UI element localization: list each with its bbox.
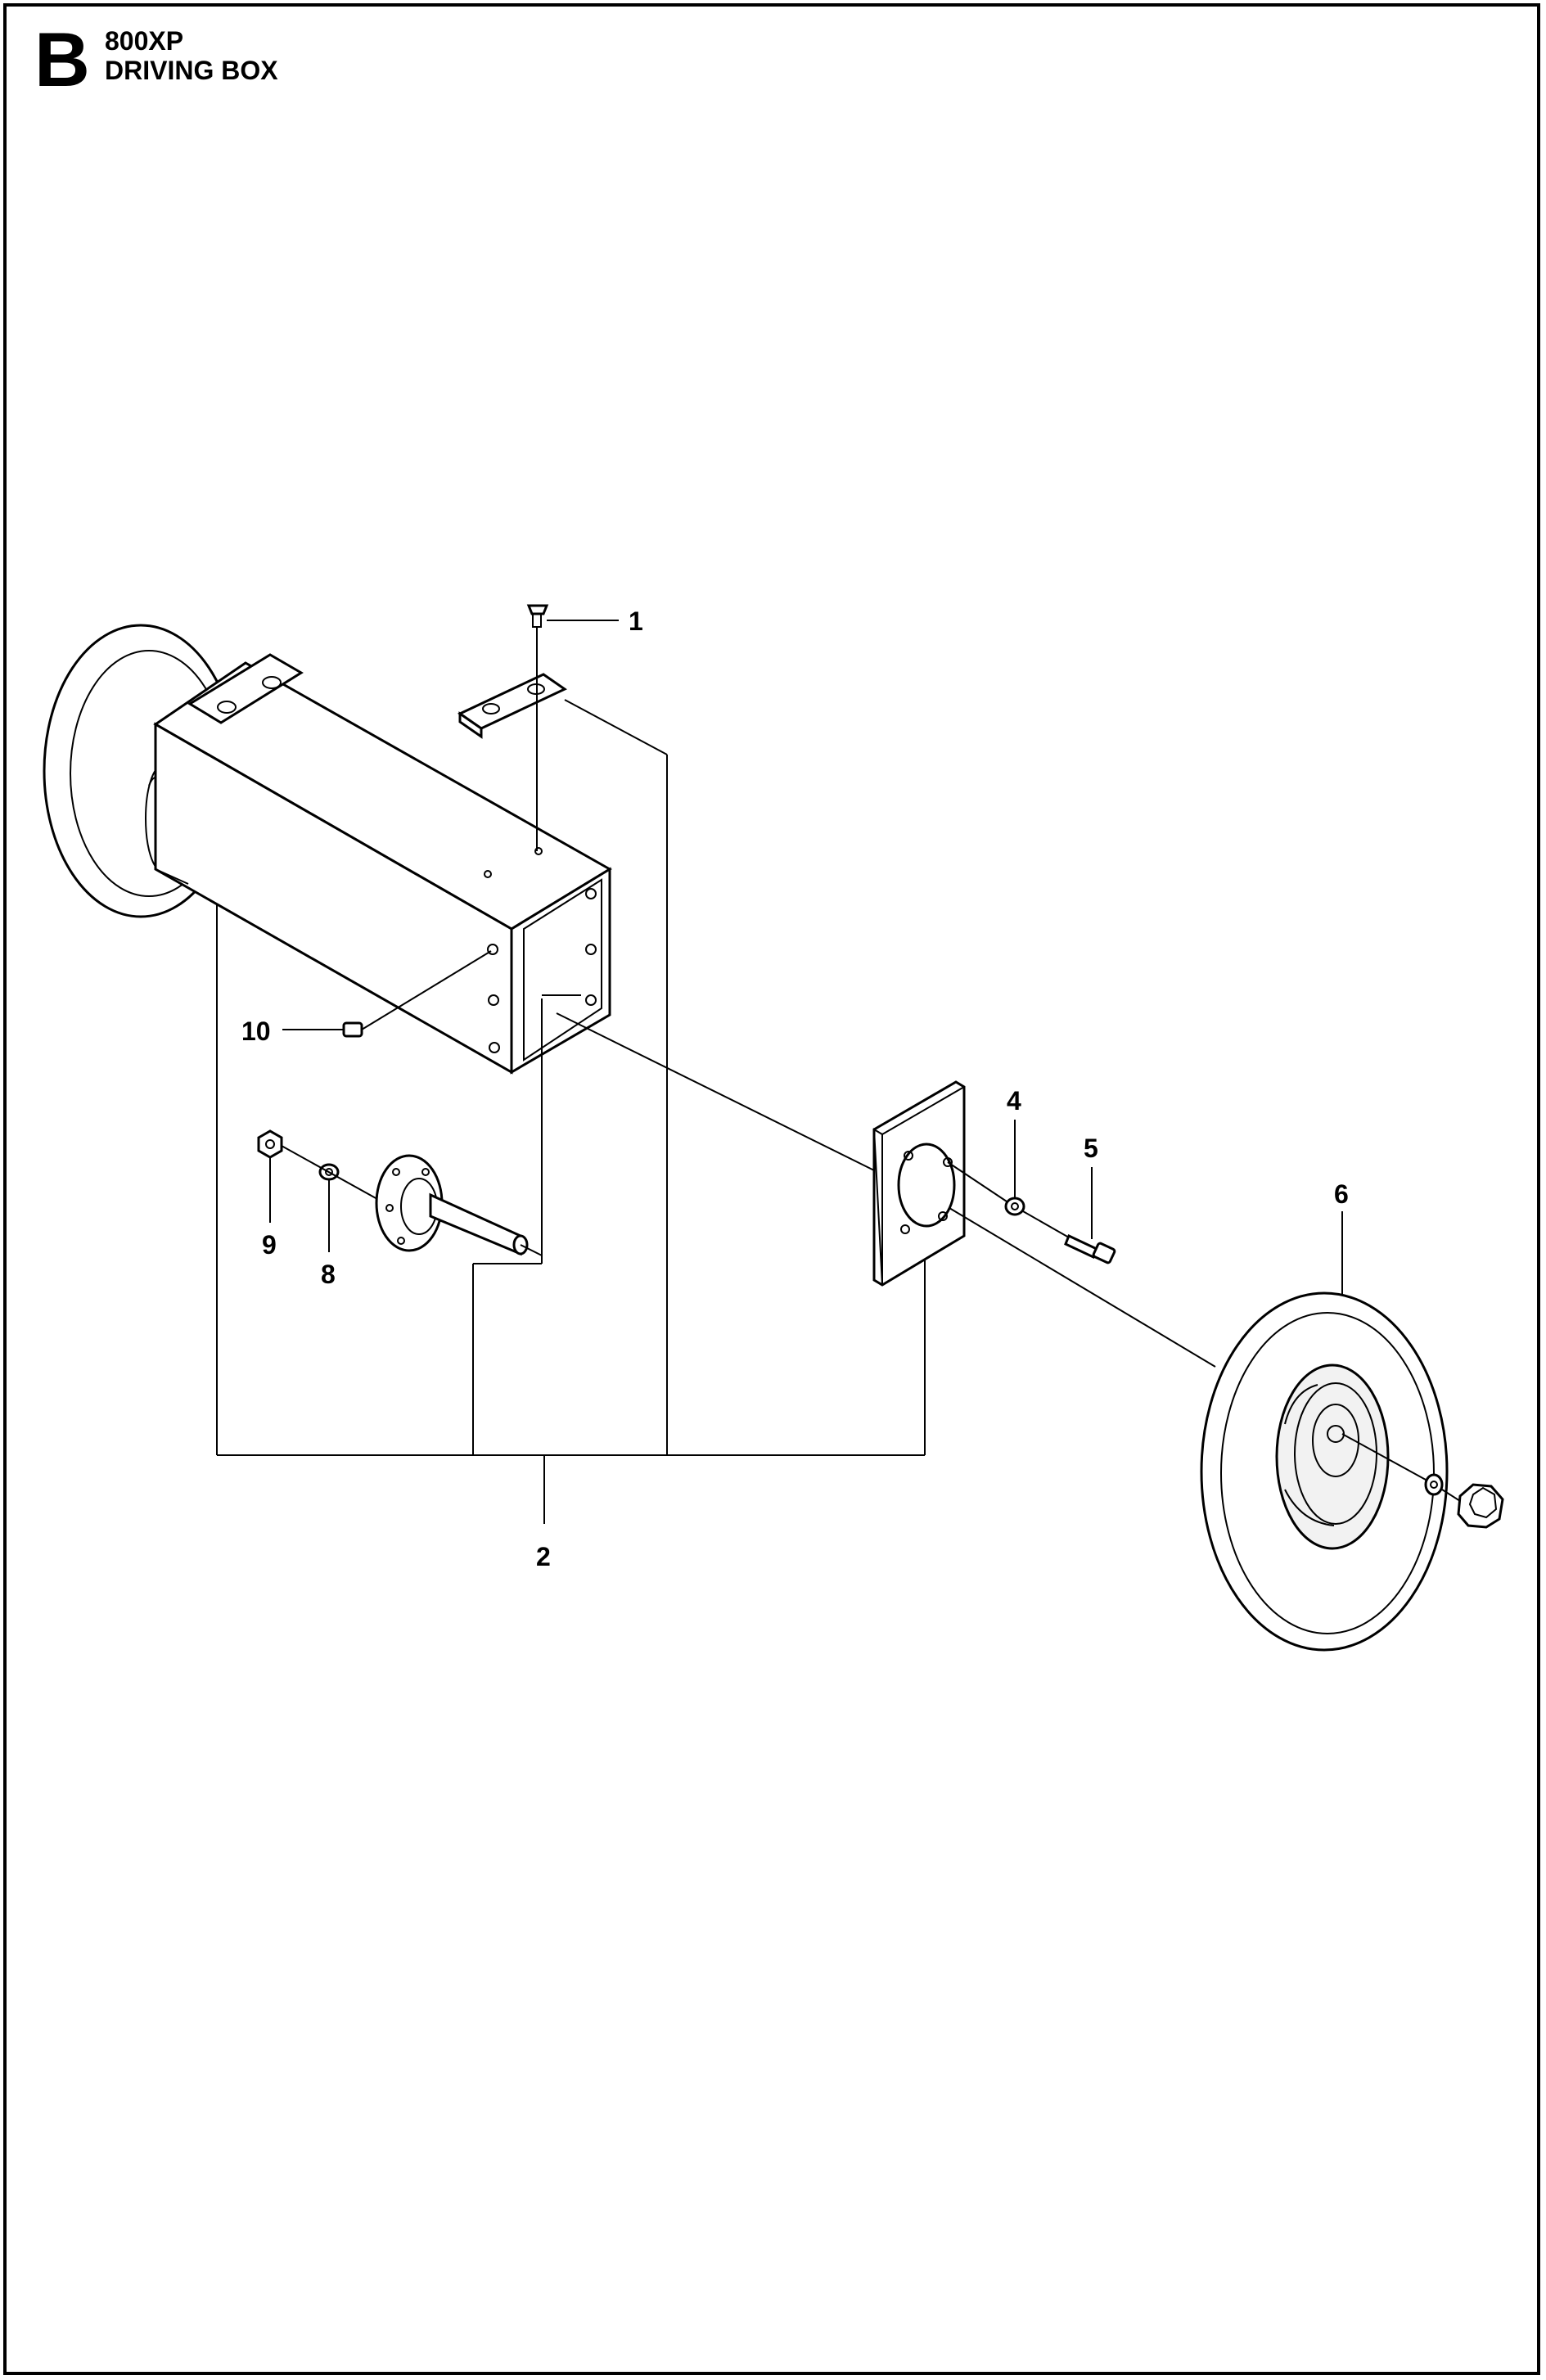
axle-hub-shaft (375, 1154, 543, 1256)
page-frame (3, 3, 1540, 2375)
callout-10: 10 (241, 1016, 271, 1046)
callout-6: 6 (1334, 1179, 1349, 1209)
callout-2: 2 (536, 1542, 551, 1571)
callout-4: 4 (1007, 1086, 1021, 1116)
part-1-screw-and-plate (457, 604, 567, 851)
diagram-title: DRIVING BOX (105, 56, 278, 85)
wheel-nut (1457, 1483, 1504, 1529)
section-letter: B (34, 16, 90, 102)
part-4-washer (1004, 1197, 1025, 1216)
callout-9: 9 (262, 1230, 277, 1260)
callout-5: 5 (1084, 1134, 1098, 1163)
group-bracket-item-2 (216, 699, 926, 1524)
wheel-washer (1424, 1473, 1444, 1496)
callout-8: 8 (321, 1260, 336, 1289)
mounting-plate (872, 1080, 966, 1287)
part-9-nut (257, 1129, 283, 1159)
part-6-wheel (1200, 1291, 1449, 1652)
model-name: 800XP (105, 26, 184, 56)
driving-box-housing (153, 653, 612, 1075)
part-5-bolt (1064, 1233, 1116, 1264)
callout-1: 1 (629, 606, 643, 636)
